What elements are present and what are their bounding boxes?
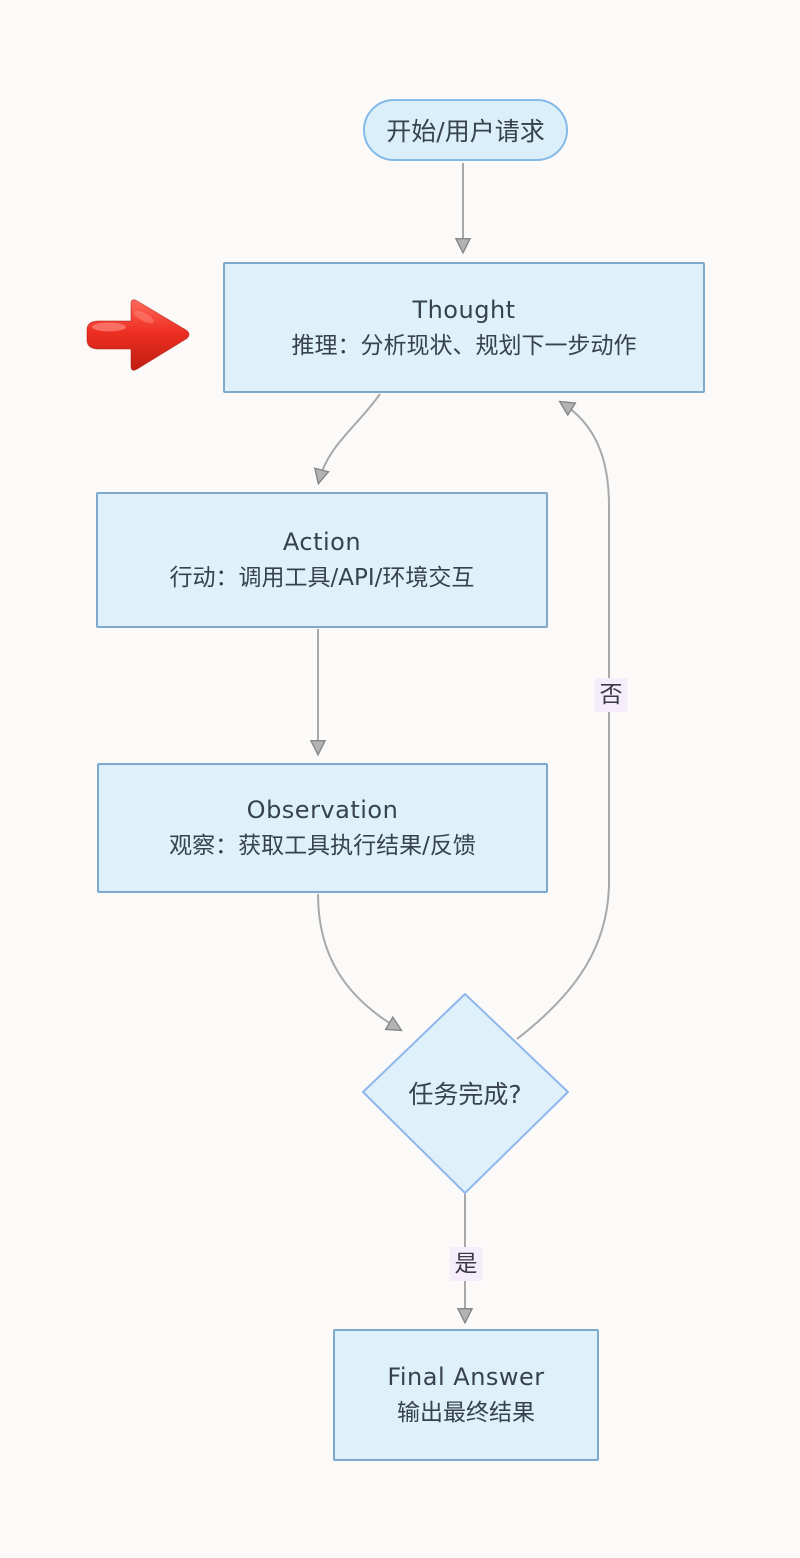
edge-thought-action [319,393,381,481]
node-action: Action 行动：调用工具/API/环境交互 [96,492,548,628]
node-final-answer-subtitle: 输出最终结果 [397,1400,535,1426]
red-arrow-icon [86,299,190,371]
node-start-label: 开始/用户请求 [386,117,545,146]
node-thought-title: Thought [412,295,516,324]
edge-label-no: 否 [594,678,628,712]
node-decision-label: 任务完成? [408,1080,522,1109]
node-observation-title: Observation [246,796,399,824]
node-thought: Thought 推理：分析现状、规划下一步动作 [223,262,705,393]
node-final-answer: Final Answer 输出最终结果 [333,1329,599,1461]
node-thought-subtitle: 推理：分析现状、规划下一步动作 [291,332,637,359]
node-action-title: Action [282,528,362,556]
node-action-subtitle: 行动：调用工具/API/环境交互 [169,565,475,591]
node-start: 开始/用户请求 [363,99,568,161]
edge-label-yes: 是 [449,1247,483,1281]
edge-observation-decision [317,893,399,1029]
node-observation: Observation 观察：获取工具执行结果/反馈 [97,763,548,893]
node-observation-subtitle: 观察：获取工具执行结果/反馈 [169,833,476,859]
node-final-answer-title: Final Answer [387,1363,545,1391]
